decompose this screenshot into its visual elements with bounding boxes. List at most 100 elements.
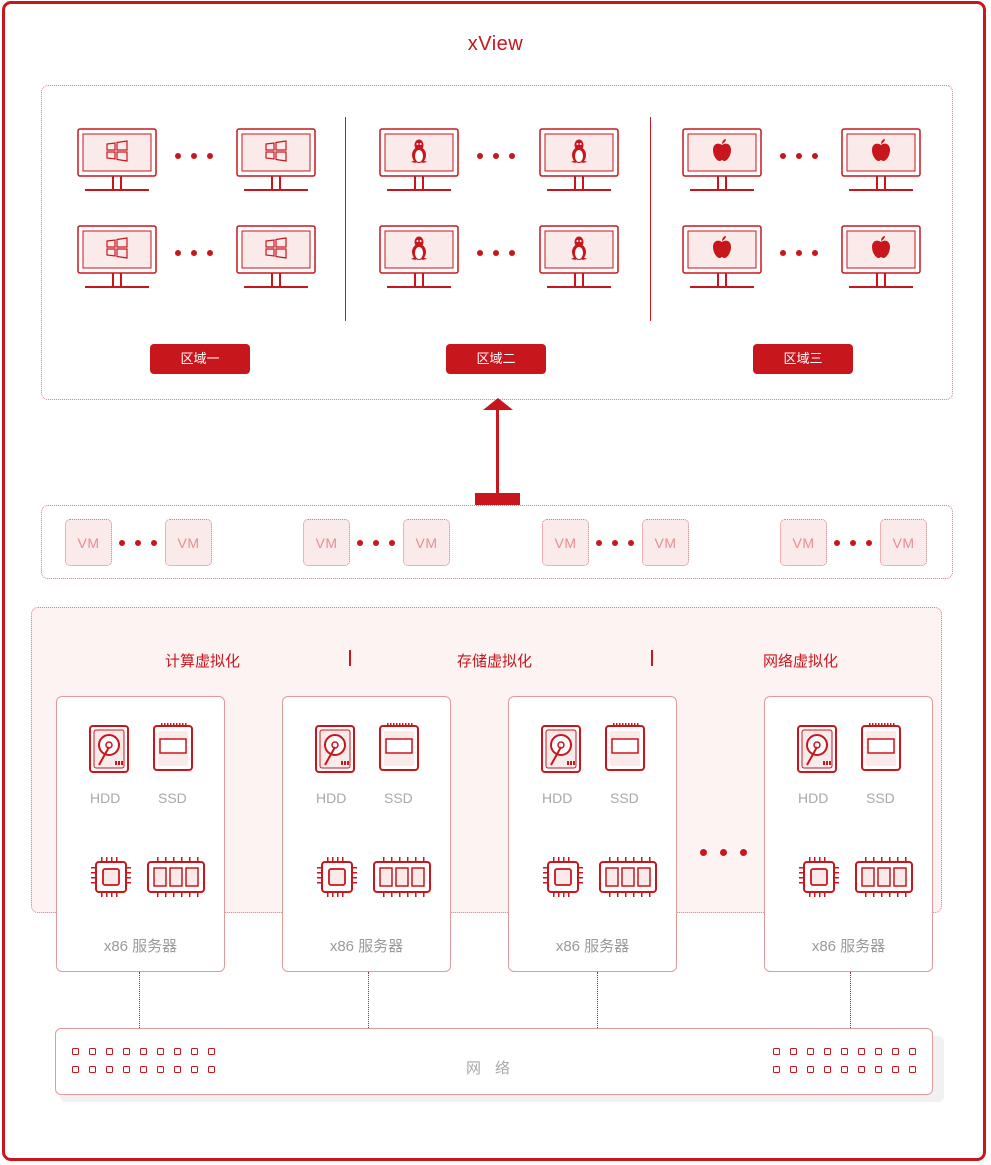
ssd-icon bbox=[605, 723, 645, 776]
switch-port-icon bbox=[208, 1066, 215, 1073]
cpu-icon bbox=[543, 857, 583, 902]
desktop-monitor-apple-icon bbox=[841, 225, 921, 291]
switch-port-icon bbox=[841, 1048, 848, 1055]
vm-chip: VM bbox=[780, 519, 827, 566]
hdd-label: HDD bbox=[90, 790, 121, 806]
hdd-icon bbox=[797, 725, 837, 778]
cpu-icon bbox=[799, 857, 839, 902]
network-switch: 网络 bbox=[55, 1028, 933, 1095]
hdd-icon bbox=[315, 725, 355, 778]
switch-port-icon bbox=[89, 1066, 96, 1073]
network-connector bbox=[139, 972, 140, 1028]
switch-ports-left bbox=[72, 1048, 232, 1084]
vm-chip: VM bbox=[880, 519, 927, 566]
hdd-label: HDD bbox=[316, 790, 347, 806]
switch-port-icon bbox=[858, 1048, 865, 1055]
desktop-monitor-windows-icon bbox=[236, 128, 316, 194]
compute-virtualization-label: 计算虚拟化 bbox=[165, 653, 241, 670]
up-arrow-icon bbox=[483, 398, 513, 410]
region-button-2[interactable]: 区域二 bbox=[446, 344, 546, 374]
ssd-label: SSD bbox=[384, 790, 413, 806]
desktop-monitor-windows-icon bbox=[77, 225, 157, 291]
switch-port-icon bbox=[807, 1048, 814, 1055]
memory-icon bbox=[599, 857, 657, 902]
switch-port-icon bbox=[909, 1066, 916, 1073]
ssd-icon bbox=[379, 723, 419, 776]
ellipsis-icon bbox=[175, 153, 219, 159]
desktop-monitor-linux-tux-icon bbox=[379, 225, 459, 291]
switch-port-icon bbox=[140, 1048, 147, 1055]
switch-port-icon bbox=[157, 1048, 164, 1055]
vm-chip: VM bbox=[403, 519, 450, 566]
desktop-monitor-windows-icon bbox=[77, 128, 157, 194]
memory-icon bbox=[855, 857, 913, 902]
switch-port-icon bbox=[106, 1066, 113, 1073]
switch-port-icon bbox=[824, 1048, 831, 1055]
switch-port-icon bbox=[790, 1048, 797, 1055]
server-name: x86 服务器 bbox=[811, 938, 886, 955]
ssd-label: SSD bbox=[866, 790, 895, 806]
region-divider bbox=[345, 117, 346, 321]
switch-port-icon bbox=[140, 1066, 147, 1073]
server-name: x86 服务器 bbox=[555, 938, 630, 955]
desktop-monitor-windows-icon bbox=[236, 225, 316, 291]
virtualization-separator bbox=[349, 650, 351, 666]
server-name: x86 服务器 bbox=[329, 938, 404, 955]
switch-port-icon bbox=[807, 1066, 814, 1073]
network-connector bbox=[368, 972, 369, 1028]
memory-icon bbox=[373, 857, 431, 902]
server-name: x86 服务器 bbox=[103, 938, 178, 955]
ellipsis-icon bbox=[175, 250, 219, 256]
hdd-icon bbox=[541, 725, 581, 778]
switch-port-icon bbox=[875, 1048, 882, 1055]
diagram-title: xView bbox=[467, 33, 524, 55]
switch-port-icon bbox=[892, 1048, 899, 1055]
ellipsis-icon bbox=[596, 540, 640, 546]
desktop-monitor-apple-icon bbox=[841, 128, 921, 194]
hdd-label: HDD bbox=[542, 790, 573, 806]
ellipsis-icon bbox=[834, 540, 878, 546]
switch-port-icon bbox=[858, 1066, 865, 1073]
switch-port-icon bbox=[106, 1048, 113, 1055]
switch-port-icon bbox=[72, 1048, 79, 1055]
desktop-monitor-linux-tux-icon bbox=[539, 225, 619, 291]
region-button-1[interactable]: 区域一 bbox=[150, 344, 250, 374]
network-connector bbox=[850, 972, 851, 1028]
ssd-icon bbox=[153, 723, 193, 776]
region-button-3[interactable]: 区域三 bbox=[753, 344, 853, 374]
vm-chip: VM bbox=[642, 519, 689, 566]
desktop-monitor-apple-icon bbox=[682, 225, 762, 291]
switch-port-icon bbox=[773, 1048, 780, 1055]
more-servers-ellipsis bbox=[700, 849, 750, 857]
switch-port-icon bbox=[875, 1066, 882, 1073]
storage-virtualization-label: 存储虚拟化 bbox=[457, 653, 533, 670]
vm-chip: VM bbox=[65, 519, 112, 566]
switch-port-icon bbox=[191, 1048, 198, 1055]
ellipsis-icon bbox=[477, 153, 521, 159]
memory-icon bbox=[147, 857, 205, 902]
switch-port-icon bbox=[824, 1066, 831, 1073]
network-connector bbox=[597, 972, 598, 1028]
ellipsis-icon bbox=[780, 250, 824, 256]
up-arrow-base bbox=[475, 493, 520, 505]
switch-port-icon bbox=[89, 1048, 96, 1055]
switch-port-icon bbox=[72, 1066, 79, 1073]
network-label: 网络 bbox=[465, 1060, 524, 1077]
switch-port-icon bbox=[208, 1048, 215, 1055]
cpu-icon bbox=[91, 857, 131, 902]
switch-ports-right bbox=[773, 1048, 933, 1084]
vm-chip: VM bbox=[542, 519, 589, 566]
ssd-label: SSD bbox=[158, 790, 187, 806]
desktop-monitor-apple-icon bbox=[682, 128, 762, 194]
up-arrow-shaft bbox=[496, 408, 499, 498]
vm-chip: VM bbox=[303, 519, 350, 566]
ellipsis-icon bbox=[357, 540, 401, 546]
switch-port-icon bbox=[841, 1066, 848, 1073]
hdd-icon bbox=[89, 725, 129, 778]
cpu-icon bbox=[317, 857, 357, 902]
switch-port-icon bbox=[790, 1066, 797, 1073]
switch-port-icon bbox=[191, 1066, 198, 1073]
